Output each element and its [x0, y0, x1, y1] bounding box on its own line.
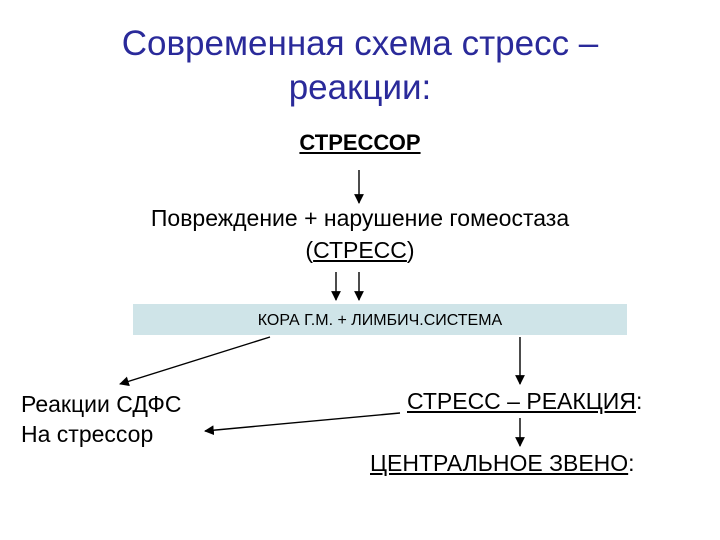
slide-title-line-1: Современная схема стресс –: [121, 24, 599, 63]
central-link-colon: :: [628, 450, 635, 476]
arrow-cortex-to-sdfs: [119, 336, 271, 387]
stress-label: СТРЕСС: [313, 237, 407, 263]
slide-title-line-2: реакции:: [288, 68, 432, 107]
stress-reaction-label: СТРЕСС – РЕАКЦИЯ: [407, 388, 636, 414]
damage-node: Повреждение + нарушение гомеостаза: [150, 205, 570, 231]
central-link-label: ЦЕНТРАЛЬНОЕ ЗВЕНО: [370, 450, 629, 476]
sdfs-reaction-line-1: Реакции СДФС: [21, 391, 182, 417]
stressor-node: СТРЕССОР: [299, 130, 421, 155]
cortex-box: [133, 304, 627, 335]
sdfs-reaction-line-2: На стрессор: [21, 421, 154, 447]
cortex-node: КОРА Г.М. + ЛИМБИЧ.СИСТЕМА: [257, 312, 503, 329]
stress-open-paren: (: [305, 237, 314, 263]
arrow-reaction-to-sdfs: [204, 412, 401, 436]
stress-reaction-colon: :: [635, 388, 643, 414]
central-link-node: ЦЕНТРАЛЬНОЕ ЗВЕНО:: [370, 450, 635, 477]
stress-close-paren: ): [406, 237, 415, 263]
stress-reaction-node: СТРЕСС – РЕАКЦИЯ:: [407, 388, 642, 415]
stress-node: (СТРЕСС): [0, 237, 720, 264]
